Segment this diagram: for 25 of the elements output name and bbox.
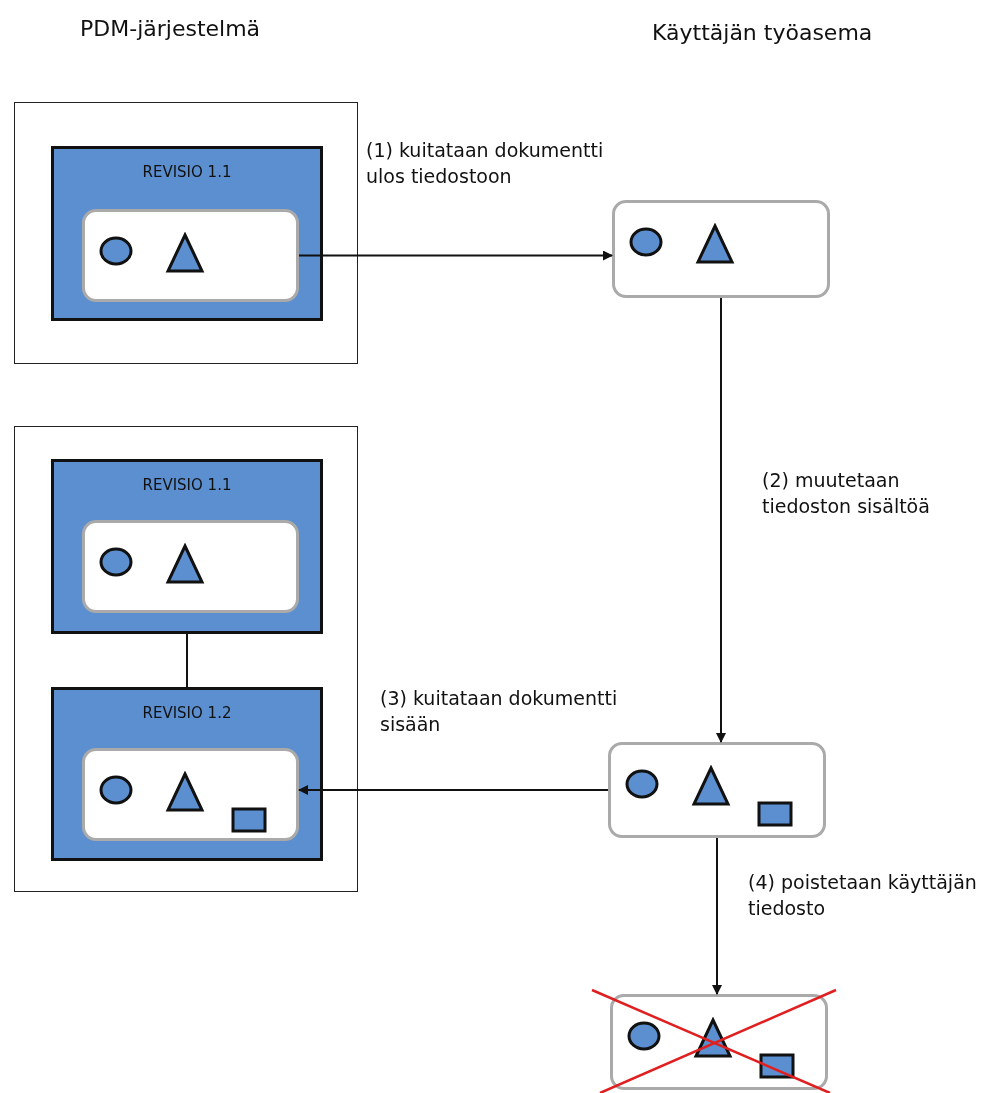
edge-label: (4) poistetaan käyttäjän tiedosto — [748, 870, 978, 921]
revision-label: REVISIO 1.2 — [141, 704, 233, 722]
arrow — [298, 250, 613, 261]
arrow — [298, 785, 609, 795]
system-frame — [14, 102, 358, 364]
file-box — [82, 209, 299, 302]
column-heading: Käyttäjän työasema — [652, 19, 873, 47]
system-frame — [14, 426, 358, 892]
revision-label: REVISIO 1.1 — [141, 163, 233, 181]
file-box — [610, 994, 828, 1090]
revision-box — [51, 459, 323, 634]
connector-line — [186, 633, 188, 688]
edge-label: (2) muutetaan tiedoston sisältöä — [762, 468, 931, 519]
edge-label: (3) kuitataan dokumentti sisään — [380, 686, 619, 737]
file-box — [82, 748, 299, 841]
file-box — [612, 200, 830, 298]
file-box — [608, 742, 826, 838]
revision-label: REVISIO 1.1 — [141, 476, 233, 494]
arrow — [712, 837, 722, 995]
edge-label: (1) kuitataan dokumentti ulos tiedostoon — [366, 138, 605, 189]
arrow — [716, 297, 726, 743]
file-box — [82, 520, 299, 613]
revision-box — [51, 687, 323, 861]
revision-box — [51, 146, 323, 321]
column-heading: PDM-järjestelmä — [80, 15, 261, 43]
